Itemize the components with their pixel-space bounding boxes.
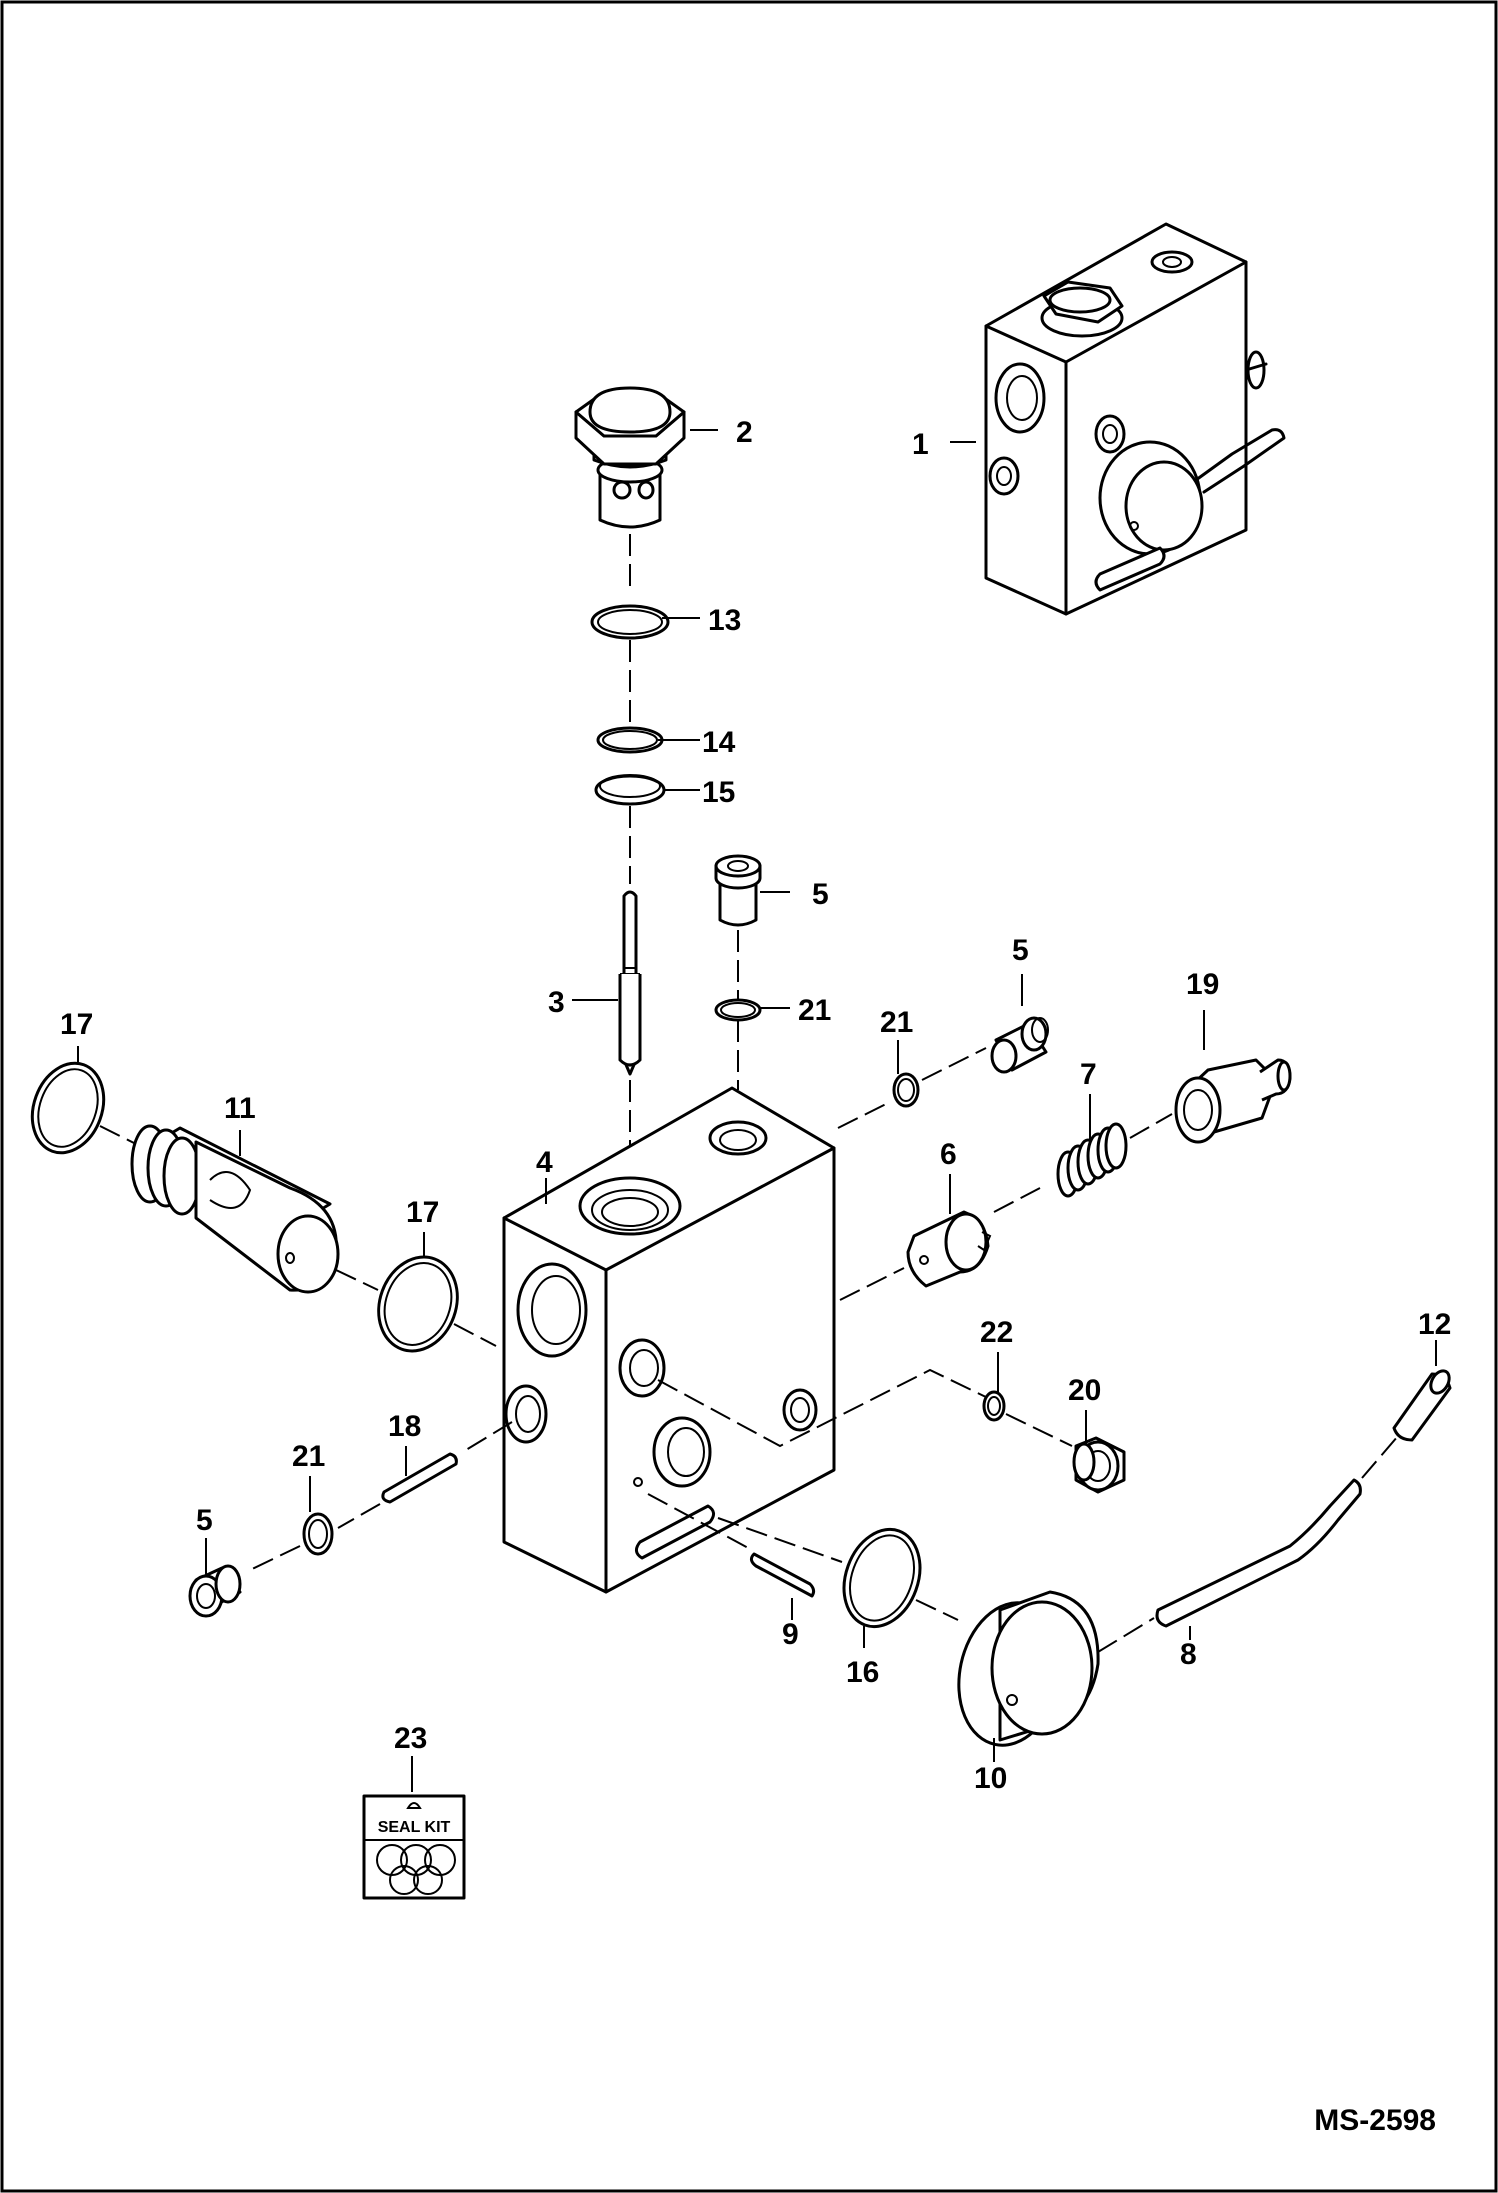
callout-17-left: 17 [60, 1008, 93, 1041]
callout-22: 22 [980, 1316, 1013, 1349]
part-5-plug-right [990, 1016, 1049, 1074]
part-10-knob [957, 1590, 1100, 1747]
callout-23: 23 [394, 1722, 427, 1755]
part-3-pin [618, 890, 642, 1076]
part-16-o-ring [842, 1527, 922, 1629]
callout-21-top: 21 [798, 994, 831, 1027]
part-17-ring-left [30, 1061, 106, 1155]
callout-9: 9 [782, 1618, 799, 1651]
part-14-o-ring [596, 726, 664, 754]
part-12-grip [1392, 1369, 1452, 1442]
part-21-o-ring-left [302, 1512, 334, 1556]
part-6-poppet-cone [906, 1210, 992, 1288]
part-21-o-ring-top [714, 998, 762, 1022]
part-7-spring [1056, 1122, 1128, 1198]
part-17-ring-right [377, 1255, 459, 1353]
part-22-o-ring [982, 1390, 1006, 1422]
callout-13: 13 [708, 604, 741, 637]
callout-14: 14 [702, 726, 736, 759]
part-11-poppet [130, 1124, 340, 1294]
callout-6: 6 [940, 1138, 957, 1171]
callout-4: 4 [536, 1146, 553, 1179]
callout-numbers: 1 2 3 4 5 5 5 6 7 8 9 10 11 12 13 14 15 … [60, 416, 1451, 1795]
drawing-code: MS-2598 [1314, 2104, 1436, 2137]
callout-5-top: 5 [812, 878, 829, 911]
callout-19: 19 [1186, 968, 1219, 1001]
part-19-fitting [1174, 1058, 1292, 1144]
part-8-handle [1155, 1478, 1362, 1628]
callout-7: 7 [1080, 1058, 1097, 1091]
part-1-valve-assembly [984, 222, 1286, 616]
part-20-plug [1072, 1436, 1126, 1494]
callout-21-right: 21 [880, 1006, 913, 1039]
callout-8: 8 [1180, 1638, 1197, 1671]
callout-3: 3 [548, 986, 565, 1019]
callout-10: 10 [974, 1762, 1007, 1795]
part-15-backup-ring [594, 774, 666, 806]
callout-1: 1 [912, 428, 929, 461]
callout-18: 18 [388, 1410, 421, 1443]
part-13-o-ring [590, 604, 670, 640]
part-21-o-ring-right [892, 1072, 920, 1108]
part-9-pin [749, 1552, 816, 1598]
callout-2: 2 [736, 416, 753, 449]
callout-5-right: 5 [1012, 934, 1029, 967]
part-2-cartridge [574, 386, 686, 592]
callout-11: 11 [224, 1092, 256, 1125]
seal-kit-label: SEAL KIT [378, 1819, 451, 1836]
part-5-plug-top [714, 854, 762, 927]
part-5-plug-left [188, 1564, 242, 1618]
callout-21-left: 21 [292, 1440, 325, 1473]
part-4-valve-body [502, 1086, 836, 1594]
part-18-pin [381, 1452, 458, 1504]
callout-20: 20 [1068, 1374, 1101, 1407]
callout-16: 16 [846, 1656, 879, 1689]
callout-5-left: 5 [196, 1504, 213, 1537]
part-23-seal-kit: SEAL KIT [362, 1794, 466, 1900]
callout-15: 15 [702, 776, 735, 809]
callout-17-right: 17 [406, 1196, 439, 1229]
callout-12: 12 [1418, 1308, 1451, 1341]
leader-lines [77, 429, 1437, 1792]
